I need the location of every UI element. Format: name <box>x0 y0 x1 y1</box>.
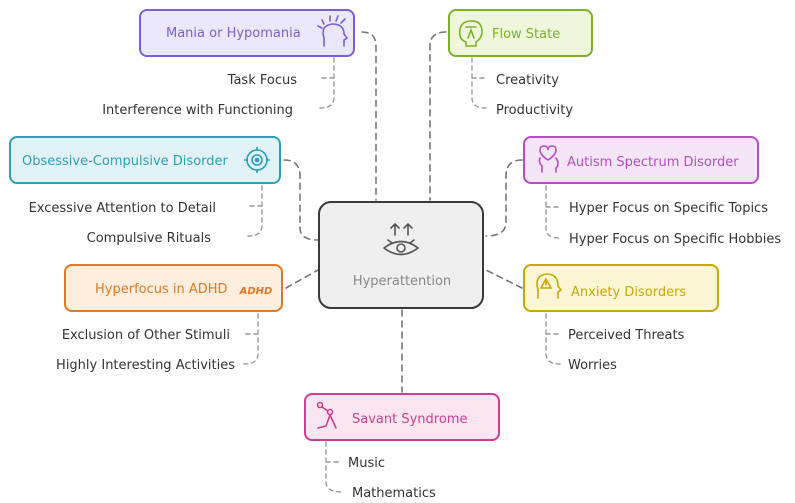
leaf-mania-2: Interference with Functioning <box>102 103 293 118</box>
node-ocd: Obsessive-Compulsive Disorder <box>9 136 281 184</box>
leaf-anxiety-2: Worries <box>568 358 617 373</box>
leaf-adhd-1: Exclusion of Other Stimuli <box>62 328 230 343</box>
leaf-connector-mania <box>319 57 335 109</box>
leaf-ocd-1: Excessive Attention to Detail <box>29 201 216 216</box>
node-mania-label: Mania or Hypomania <box>166 26 301 41</box>
head-heart-icon <box>538 145 559 173</box>
leaf-connector-autism <box>545 185 561 239</box>
node-ocd-label: Obsessive-Compulsive Disorder <box>22 154 229 169</box>
leaf-connector-ocd <box>247 185 263 237</box>
leaf-savant-1: Music <box>348 456 385 471</box>
brain-lightbulb-icon <box>458 20 483 47</box>
branch-connectors <box>283 31 523 393</box>
leaf-autism-2: Hyper Focus on Specific Hobbies <box>569 232 781 247</box>
node-adhd: Hyperfocus in ADHD ADHD <box>64 264 283 312</box>
node-adhd-label: Hyperfocus in ADHD <box>95 282 228 297</box>
eye-with-arrows-icon <box>382 222 420 256</box>
leaf-connector-anxiety <box>545 313 561 365</box>
leaf-mania-1: Task Focus <box>227 73 298 88</box>
connector-flow <box>429 31 447 201</box>
leaf-autism-1: Hyper Focus on Specific Topics <box>569 201 768 216</box>
target-icon <box>244 147 270 173</box>
node-mania: Mania or Hypomania <box>139 9 355 57</box>
leaf-connector-adhd <box>243 313 259 365</box>
node-flow: Flow State <box>448 9 593 57</box>
head-warning-icon <box>536 273 563 299</box>
figure-nodes-icon <box>316 401 337 429</box>
node-flow-label: Flow State <box>492 27 560 42</box>
adhd-icon: ADHD <box>239 286 273 297</box>
node-anxiety-label: Anxiety Disorders <box>571 285 686 300</box>
leaf-flow-1: Creativity <box>496 73 559 88</box>
leaf-anxiety-1: Perceived Threats <box>568 328 685 343</box>
connector-anxiety <box>485 269 523 289</box>
leaf-connector-flow <box>471 57 487 109</box>
connector-adhd <box>285 269 319 289</box>
leaf-adhd-2: Highly Interesting Activities <box>56 358 235 373</box>
node-savant-label: Savant Syndrome <box>352 412 467 427</box>
leaf-flow-2: Productivity <box>496 103 573 118</box>
connector-autism <box>485 159 523 237</box>
node-autism: Autism Spectrum Disorder <box>523 136 759 184</box>
head-burst-icon <box>317 15 349 47</box>
node-savant: Savant Syndrome <box>304 393 500 441</box>
leaf-connector-savant <box>325 441 343 493</box>
connector-ocd <box>283 159 319 241</box>
adhd-icon-text: ADHD <box>239 286 273 297</box>
center-node: Hyperattention <box>318 201 484 309</box>
leaf-ocd-2: Compulsive Rituals <box>87 231 212 246</box>
leaf-savant-2: Mathematics <box>352 486 436 501</box>
leaf-connectors <box>243 57 561 493</box>
node-autism-label: Autism Spectrum Disorder <box>567 155 739 170</box>
connector-mania <box>361 31 377 201</box>
leaf-labels: Task Focus Interference with Functioning… <box>29 73 782 501</box>
center-label: Hyperattention <box>353 274 451 289</box>
node-anxiety: Anxiety Disorders <box>523 264 719 312</box>
